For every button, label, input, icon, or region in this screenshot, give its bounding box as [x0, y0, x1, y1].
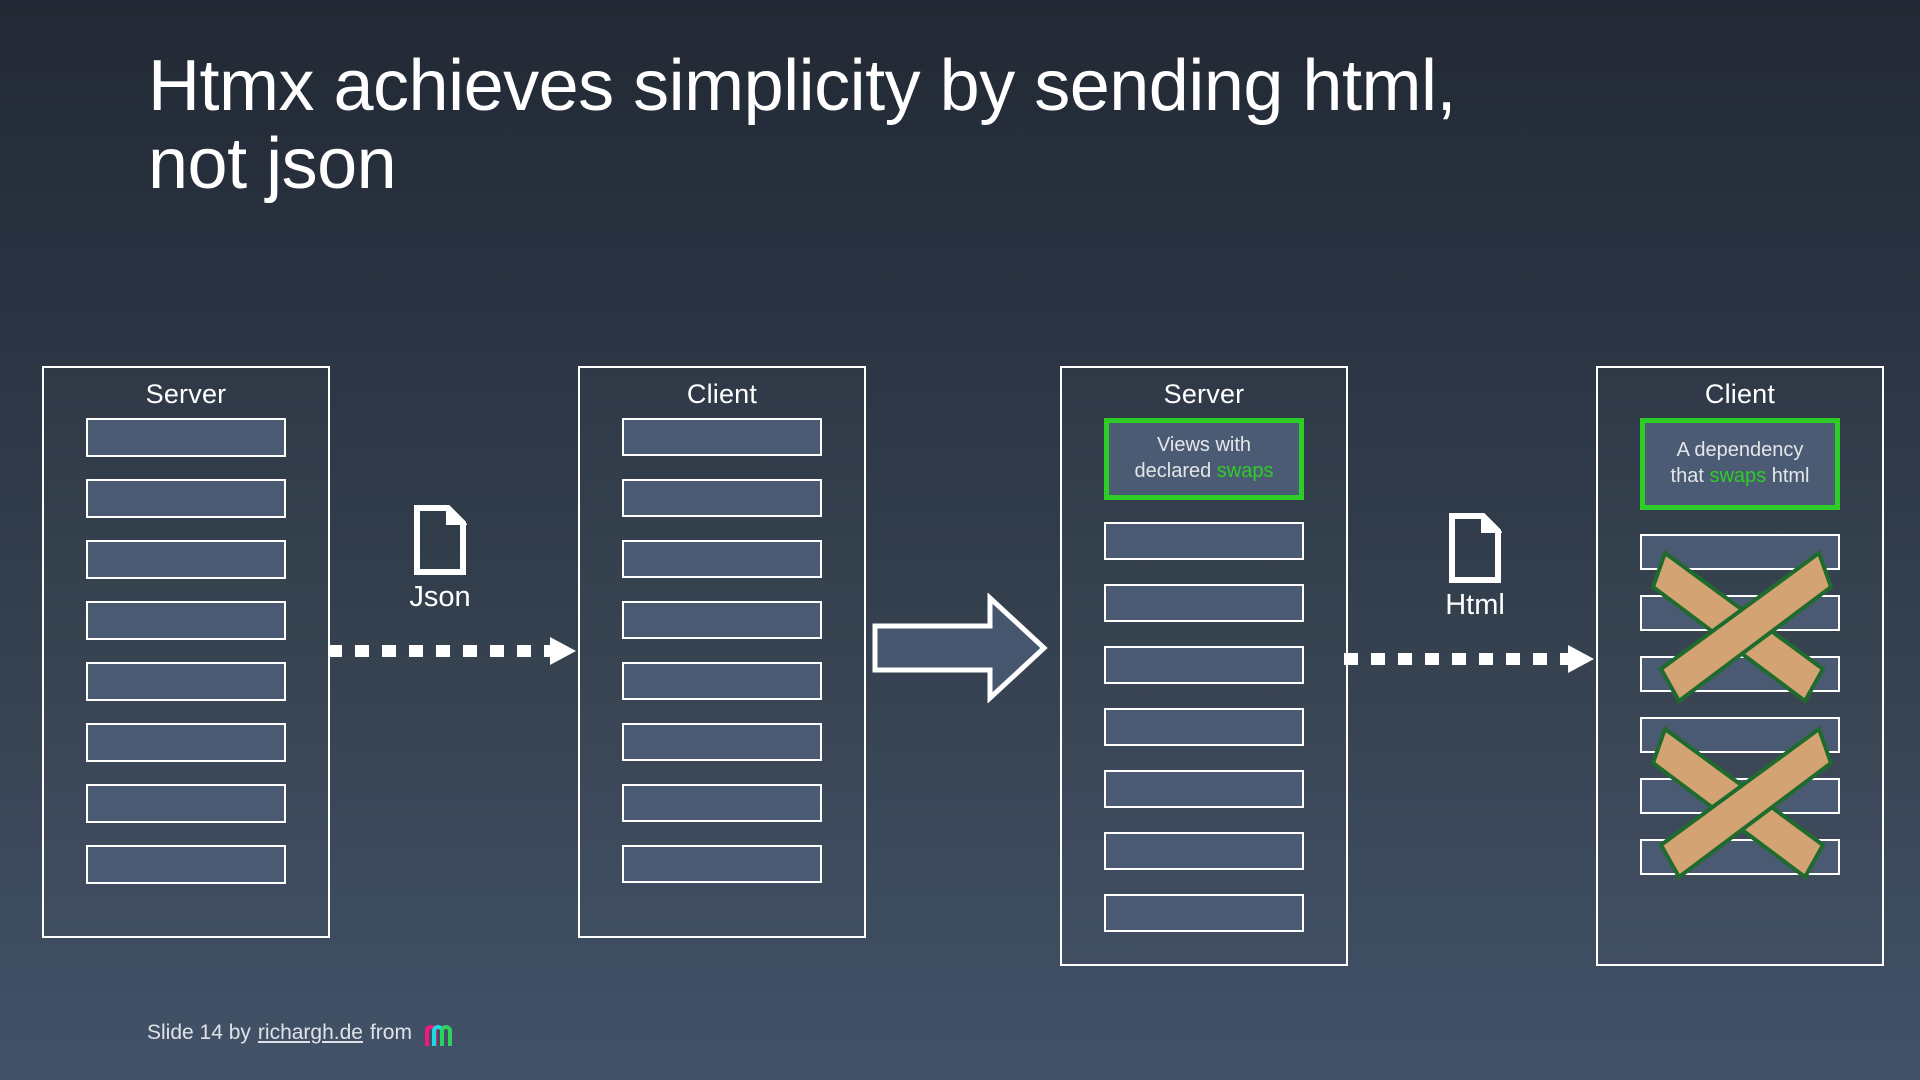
diagram-column-server-1: Server: [42, 366, 330, 938]
page-title: Htmx achieves simplicity by sending html…: [148, 46, 1456, 204]
block-arrow-right-icon: [872, 593, 1048, 703]
arrow-line: [1344, 653, 1570, 665]
footer-credit: Slide 14 by richargh.de from: [147, 1018, 454, 1048]
list-item: [1104, 646, 1304, 684]
list-item: [622, 723, 822, 761]
document-icon: [1449, 513, 1502, 583]
list-item: [1640, 656, 1840, 692]
list-item: [1104, 584, 1304, 622]
callout-highlight: swaps: [1709, 465, 1767, 487]
list-item: [622, 418, 822, 456]
transfer-json: Json: [360, 505, 520, 614]
transfer-label-text: Json: [409, 581, 471, 613]
list-item: [622, 662, 822, 700]
list-item: [1104, 832, 1304, 870]
column-rows: [44, 418, 328, 884]
column-title: Client: [1704, 379, 1776, 409]
callout-highlight: swaps: [1216, 460, 1274, 482]
list-item: [1640, 534, 1840, 570]
callout-line2-prefix: declared: [1134, 460, 1217, 482]
list-item: [86, 845, 286, 884]
diagram-column-client-2: Client A dependency that swaps html: [1596, 366, 1884, 966]
column-rows: A dependency that swaps html: [1598, 418, 1882, 875]
arrow-head-icon: [550, 637, 576, 665]
list-item: [1104, 708, 1304, 746]
dashed-arrow-html: [1344, 645, 1596, 673]
list-item: [86, 723, 286, 762]
list-item: [1640, 839, 1840, 875]
callout-line2-prefix: that: [1670, 465, 1710, 487]
callout-a-dependency-that-swaps-html: A dependency that swaps html: [1640, 418, 1840, 510]
dashed-arrow-json: [328, 637, 578, 665]
list-item: [86, 479, 286, 518]
footer-link-richargh[interactable]: richargh.de: [257, 1021, 363, 1044]
column-title: Server: [1163, 379, 1245, 409]
list-item: [1104, 894, 1304, 932]
list-item: [622, 479, 822, 517]
list-item: [86, 784, 286, 823]
callout-views-with-declared-swaps: Views with declared swaps: [1104, 418, 1304, 500]
arrow-line: [328, 645, 552, 657]
transfer-label-text: Html: [1445, 589, 1505, 621]
list-item: [1640, 778, 1840, 814]
list-item: [86, 418, 286, 457]
transfer-html: Html: [1395, 513, 1555, 622]
column-rows: [580, 418, 864, 883]
column-title: Server: [145, 379, 227, 409]
brand-logo-icon: [424, 1025, 452, 1046]
column-rows: Views with declared swaps: [1062, 418, 1346, 932]
footer-prefix: Slide 14 by: [147, 1021, 251, 1044]
column-title: Client: [686, 379, 758, 409]
diagram-column-client-1: Client: [578, 366, 866, 938]
list-item: [86, 662, 286, 701]
footer-suffix: from: [369, 1021, 412, 1044]
list-item: [622, 601, 822, 639]
list-item: [86, 540, 286, 579]
arrow-head-icon: [1568, 645, 1594, 673]
list-item: [1104, 522, 1304, 560]
callout-line1: Views with: [1156, 434, 1252, 456]
list-item: [622, 784, 822, 822]
diagram-column-server-2: Server Views with declared swaps: [1060, 366, 1348, 966]
list-item: [622, 845, 822, 883]
list-item: [1104, 770, 1304, 808]
callout-line1: A dependency: [1676, 439, 1804, 461]
list-item: [1640, 717, 1840, 753]
list-item: [86, 601, 286, 640]
list-item: [622, 540, 822, 578]
callout-line2-suffix: html: [1766, 465, 1810, 487]
list-item: [1640, 595, 1840, 631]
document-icon: [414, 505, 467, 575]
